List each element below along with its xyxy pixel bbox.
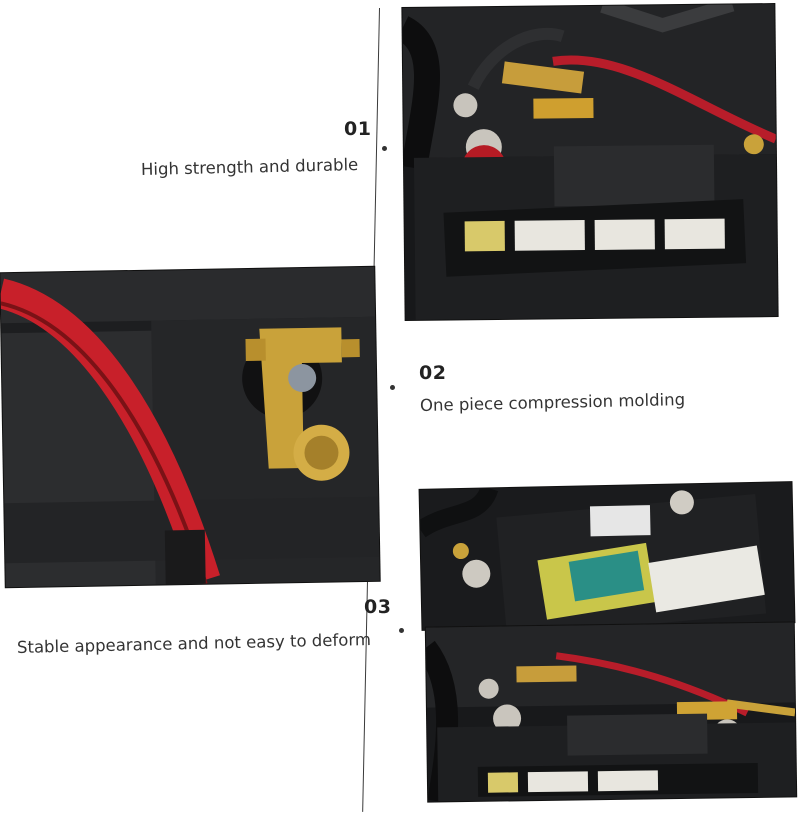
feature-number-3: 03 xyxy=(364,596,392,618)
timeline-dot-3 xyxy=(399,628,404,633)
brass-terminal-closeup-photo xyxy=(0,266,380,588)
feature-caption-3: Stable appearance and not easy to deform xyxy=(16,629,372,657)
feature-number-2: 02 xyxy=(419,362,447,384)
battery-top-photo xyxy=(419,482,795,630)
installed-terminals-photo xyxy=(425,622,797,802)
timeline-dot-1 xyxy=(382,146,387,151)
engine-bay-photo xyxy=(402,4,778,320)
feature-number-1: 01 xyxy=(344,118,372,140)
feature-caption-2: One piece compression molding xyxy=(419,389,686,415)
timeline-dot-2 xyxy=(390,385,395,390)
feature-caption-1: High strength and durable xyxy=(140,155,359,179)
